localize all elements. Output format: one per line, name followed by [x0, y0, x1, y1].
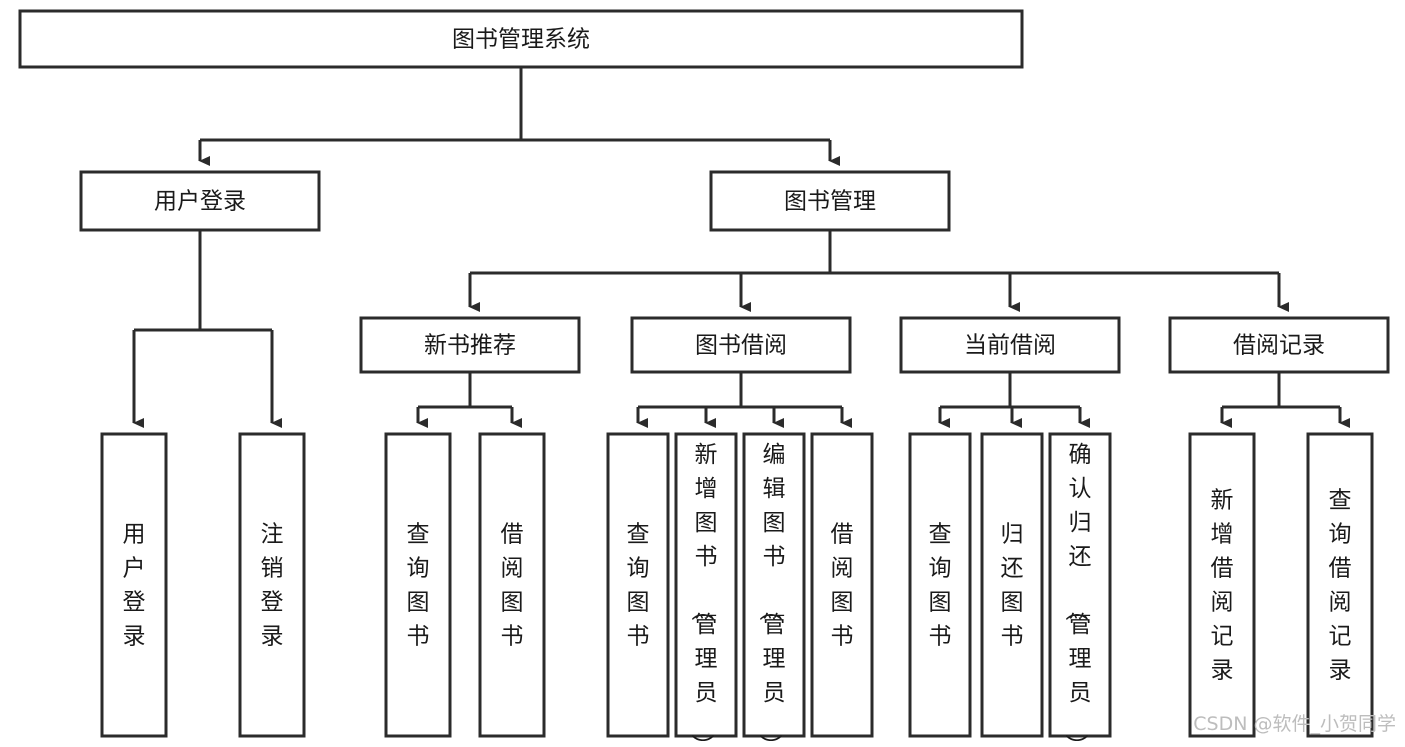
node-root[interactable]: 图书管理系统	[18, 9, 1024, 69]
node-leaf-borrow-book-2[interactable]: 借阅图书	[810, 432, 874, 738]
node-label: 确认归还（管理员）	[1063, 442, 1092, 747]
node-label: 图书管理	[784, 189, 876, 215]
node-current-borrow[interactable]: 当前借阅	[899, 316, 1121, 374]
node-box	[79, 170, 321, 232]
node-label: 归还图书	[1001, 521, 1024, 649]
node-leaf-edit-book[interactable]: 编辑图书（管理员）	[742, 432, 806, 747]
node-label: 新增借阅记录	[1211, 487, 1234, 683]
node-label: 新增图书（管理员）	[689, 442, 718, 747]
node-box	[980, 432, 1044, 738]
node-label: 查询图书	[407, 521, 430, 649]
node-label: 图书借阅	[695, 333, 787, 359]
node-leaf-user-login[interactable]: 用户登录	[100, 432, 168, 738]
node-label: 图书管理系统	[452, 27, 590, 53]
node-label: 查询图书	[929, 521, 952, 649]
node-leaf-borrow-book-1[interactable]: 借阅图书	[478, 432, 546, 738]
node-label: 借阅图书	[501, 521, 524, 649]
node-new-book-recommend[interactable]: 新书推荐	[359, 316, 581, 374]
node-label: 用户登录	[123, 521, 146, 649]
node-label: 查询图书	[627, 521, 650, 649]
node-label: 借阅图书	[831, 521, 854, 649]
node-leaf-add-book[interactable]: 新增图书（管理员）	[674, 432, 738, 747]
node-box	[674, 432, 738, 738]
node-label: 查询借阅记录	[1329, 487, 1352, 683]
node-label: 用户登录	[154, 189, 246, 215]
node-box	[709, 170, 951, 232]
node-user-login[interactable]: 用户登录	[79, 170, 321, 232]
node-label: 新书推荐	[424, 333, 516, 359]
node-box	[899, 316, 1121, 374]
node-leaf-return-book[interactable]: 归还图书	[980, 432, 1044, 738]
node-box	[100, 432, 168, 738]
node-label: 编辑图书（管理员）	[757, 442, 786, 747]
node-box	[630, 316, 852, 374]
csdn-watermark: CSDN @软件_小贺同学	[1193, 713, 1396, 735]
node-leaf-query-book-2[interactable]: 查询图书	[606, 432, 670, 738]
node-leaf-user-logout[interactable]: 注销登录	[238, 432, 306, 738]
node-box	[1188, 432, 1256, 738]
node-box	[606, 432, 670, 738]
node-box	[908, 432, 972, 738]
node-box	[238, 432, 306, 738]
node-box	[478, 432, 546, 738]
node-box	[18, 9, 1024, 69]
node-box	[1168, 316, 1390, 374]
node-book-management[interactable]: 图书管理	[709, 170, 951, 232]
connectors-layer	[132, 67, 1350, 428]
node-label: 借阅记录	[1233, 333, 1325, 359]
node-box	[742, 432, 806, 738]
node-borrow-record[interactable]: 借阅记录	[1168, 316, 1390, 374]
node-box	[1048, 432, 1112, 738]
node-box	[359, 316, 581, 374]
node-label: 当前借阅	[964, 333, 1056, 359]
node-leaf-query-book-1[interactable]: 查询图书	[384, 432, 452, 738]
node-leaf-add-record[interactable]: 新增借阅记录	[1188, 432, 1256, 738]
node-book-borrow[interactable]: 图书借阅	[630, 316, 852, 374]
node-leaf-query-book-3[interactable]: 查询图书	[908, 432, 972, 738]
node-box	[810, 432, 874, 738]
node-label: 注销登录	[261, 521, 284, 649]
node-box	[384, 432, 452, 738]
nodes-layer: 图书管理系统用户登录图书管理新书推荐图书借阅当前借阅借阅记录用户登录注销登录查询…	[18, 9, 1390, 747]
node-leaf-confirm-return[interactable]: 确认归还（管理员）	[1048, 432, 1112, 747]
node-leaf-query-record[interactable]: 查询借阅记录	[1306, 432, 1374, 738]
node-box	[1306, 432, 1374, 738]
